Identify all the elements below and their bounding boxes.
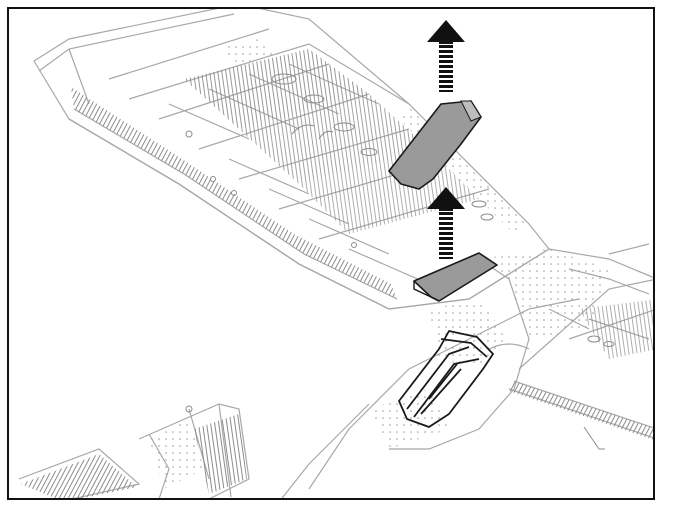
up-arrow-icon — [427, 187, 465, 259]
tail-rivets — [149, 419, 204, 489]
lower-fairing — [398, 330, 494, 428]
right-wing-fittings — [583, 335, 615, 450]
up-arrow-icon — [427, 20, 465, 92]
middle-cover-plate — [413, 252, 498, 302]
fin-hatching — [194, 414, 247, 494]
tail-fitting — [185, 405, 193, 413]
elevator-hatching — [21, 454, 137, 498]
wing-rib-hatching — [71, 39, 529, 299]
assembly-diagram — [18, 9, 653, 498]
upper-cover-panel — [388, 100, 482, 190]
wing-fittings — [185, 73, 494, 248]
right-wing-hatching — [509, 381, 653, 440]
right-wing-panel — [579, 299, 653, 359]
illustration-frame — [7, 7, 655, 500]
